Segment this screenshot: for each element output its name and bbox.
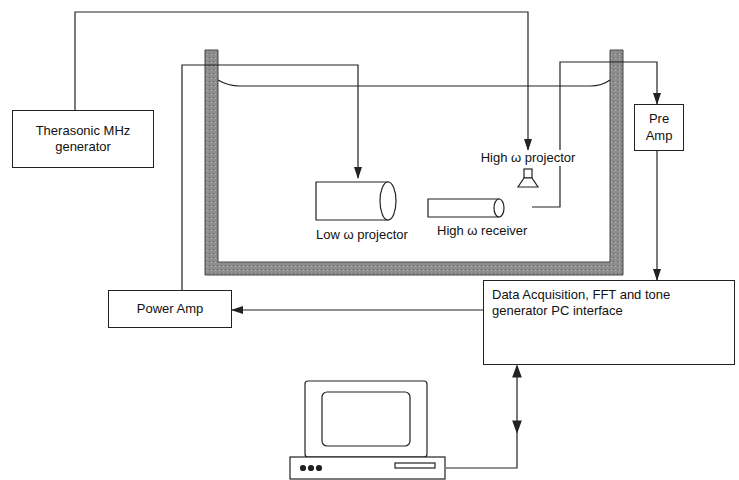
- projector-transducer: High ω projector: [468, 150, 588, 190]
- node-label: High ω projector: [468, 150, 588, 166]
- process-box: Therasonic MHz generator: [12, 110, 154, 168]
- node-label: Low ω projector: [316, 227, 420, 243]
- process-box: Data Acquisition, FFT and tone generator…: [483, 280, 735, 365]
- node-label: Power Amp: [137, 301, 203, 316]
- signal-connector: [656, 151, 657, 280]
- cylinder-transducer: High ω receiver: [425, 196, 532, 239]
- process-box: Pre Amp: [634, 104, 684, 151]
- receiver-hydrophone: [425, 196, 509, 220]
- node-label: Data Acquisition, FFT and tone generator…: [492, 287, 670, 318]
- signal-connector: [232, 309, 483, 310]
- cylinder-transducer: [312, 178, 400, 224]
- cylinder-transducer: Low ω projector: [312, 178, 420, 243]
- pc-link: [446, 366, 521, 468]
- projector-symbol: [516, 168, 540, 190]
- signal-connector: [182, 65, 358, 290]
- node-label: Pre Amp: [646, 111, 673, 142]
- node-label: Therasonic MHz generator: [36, 123, 131, 154]
- water-surface: [218, 80, 610, 86]
- process-box: Power Amp: [108, 290, 232, 328]
- computer: [290, 381, 445, 479]
- node-label: High ω receiver: [437, 223, 532, 239]
